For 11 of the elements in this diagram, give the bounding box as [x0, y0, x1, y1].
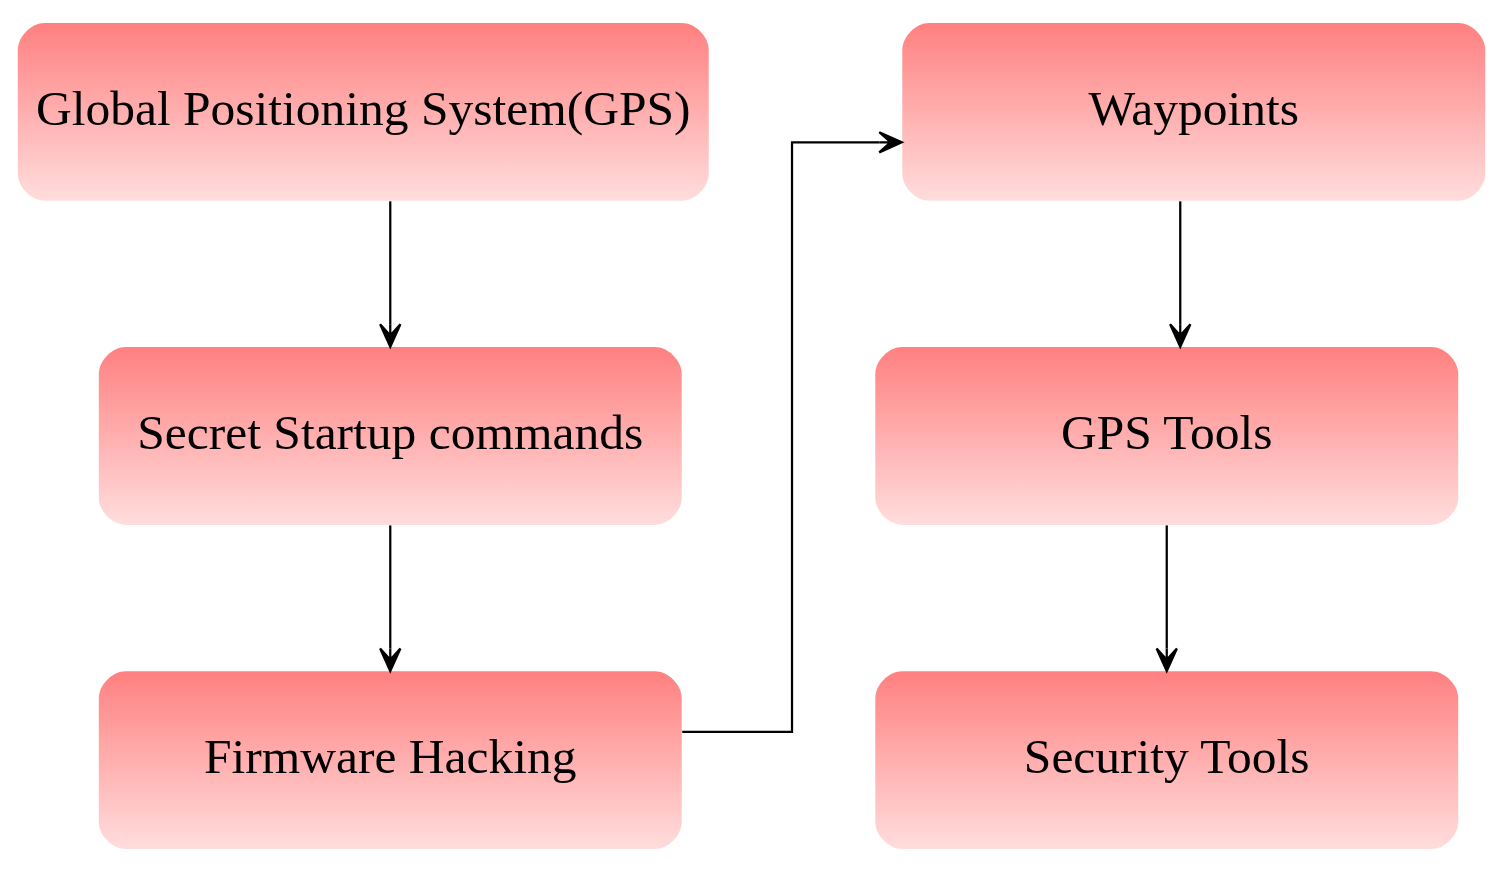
arrow [1155, 524, 1178, 672]
node-box: Firmware Hacking [98, 670, 682, 849]
node-box: Global Positioning System(GPS) [17, 22, 709, 201]
arrow [379, 200, 402, 348]
node-box: Security Tools [875, 670, 1459, 849]
node-box: Secret Startup commands [98, 346, 682, 525]
arrow [682, 130, 903, 733]
node-box: GPS Tools [875, 346, 1459, 525]
node-box: Waypoints [902, 22, 1486, 201]
arrow [379, 524, 402, 672]
arrow [1169, 200, 1192, 348]
